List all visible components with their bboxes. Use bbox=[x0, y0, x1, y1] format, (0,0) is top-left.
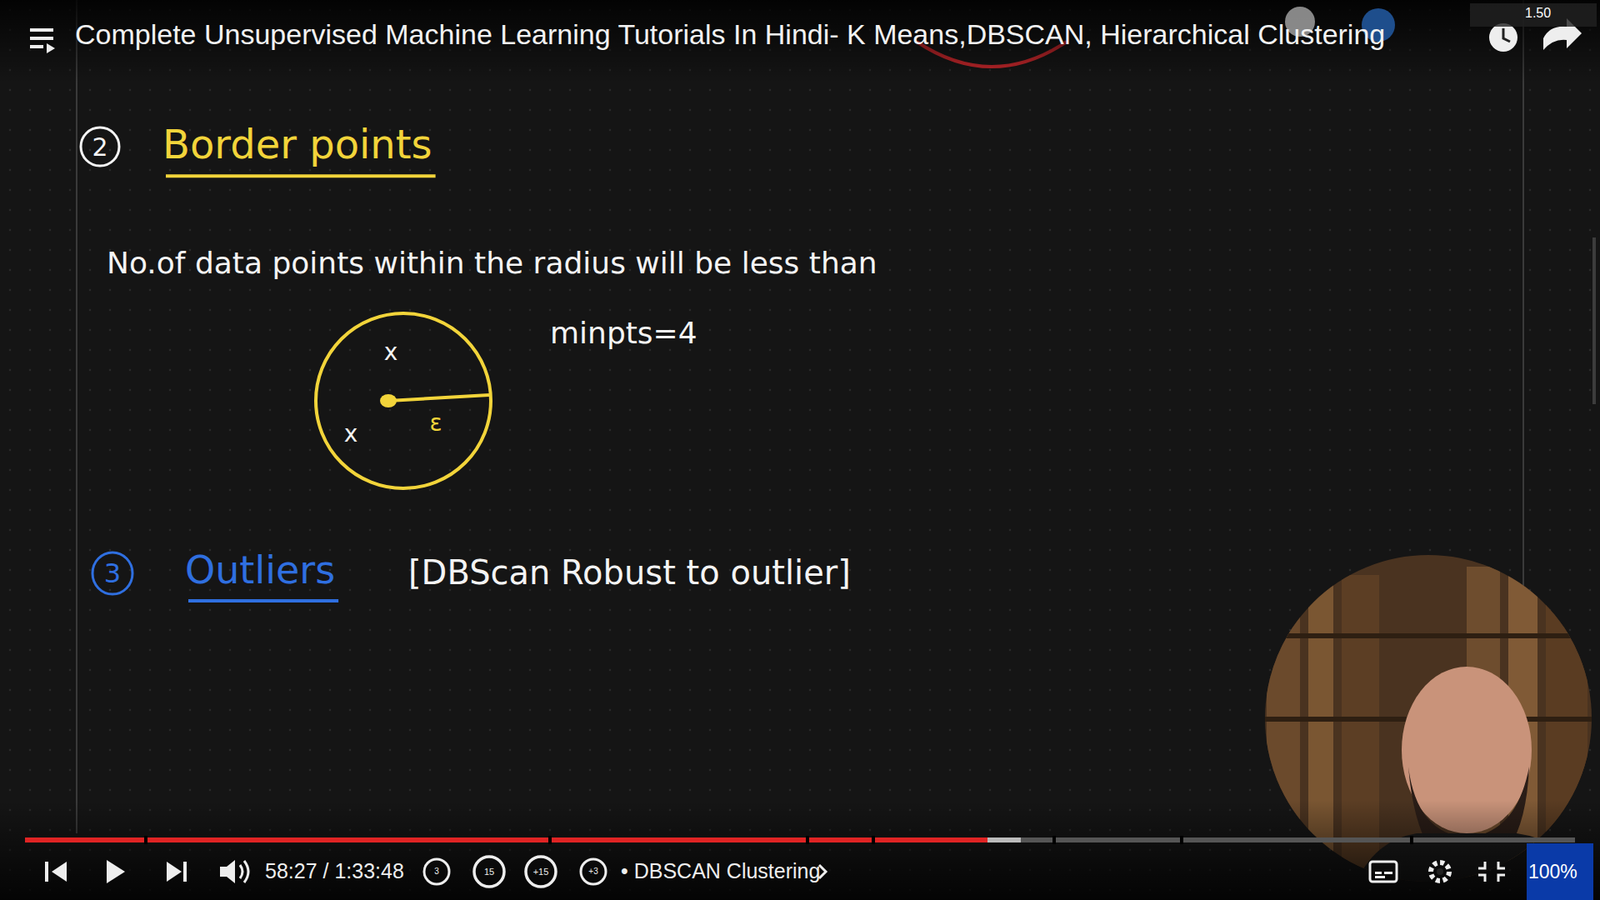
step-number: 2 bbox=[91, 135, 108, 160]
circle-outline bbox=[312, 310, 495, 492]
circle-stroke bbox=[80, 127, 120, 166]
section-heading: Border points bbox=[162, 121, 433, 168]
data-point-mark: x bbox=[344, 422, 359, 446]
heading-underline bbox=[188, 599, 339, 603]
video-title: Complete Unsupervised Machine Learning T… bbox=[75, 18, 1385, 51]
bracket-note: [DBScan Robust to outlier] bbox=[408, 553, 851, 592]
data-point-mark: x bbox=[384, 340, 399, 365]
zoom-level: 100% bbox=[1528, 860, 1578, 883]
step-number-circle: 2 bbox=[78, 125, 122, 169]
chapter-title: • DBSCAN Clustering bbox=[620, 859, 820, 884]
seek-amount: 3 bbox=[434, 866, 440, 877]
step-number-circle: 3 bbox=[90, 550, 135, 597]
speed-value: 1.50 bbox=[1525, 5, 1551, 21]
definition-note: No.of data points within the radius will… bbox=[550, 228, 917, 369]
seek-amount: +15 bbox=[533, 866, 550, 878]
time-display: 58:27 / 1:33:48 bbox=[265, 859, 405, 884]
circle-stroke bbox=[315, 313, 491, 489]
epsilon-neighbourhood-circle: x x ε bbox=[312, 310, 495, 492]
core-point bbox=[380, 394, 397, 408]
circle-stroke bbox=[92, 552, 133, 595]
seek-amount: 15 bbox=[484, 866, 495, 878]
step-number: 3 bbox=[104, 560, 121, 587]
section-heading: Outliers bbox=[185, 548, 335, 593]
epsilon-label: ε bbox=[429, 411, 442, 435]
radius-line bbox=[388, 395, 490, 401]
seek-amount: +3 bbox=[588, 866, 598, 877]
heading-underline bbox=[165, 174, 436, 178]
